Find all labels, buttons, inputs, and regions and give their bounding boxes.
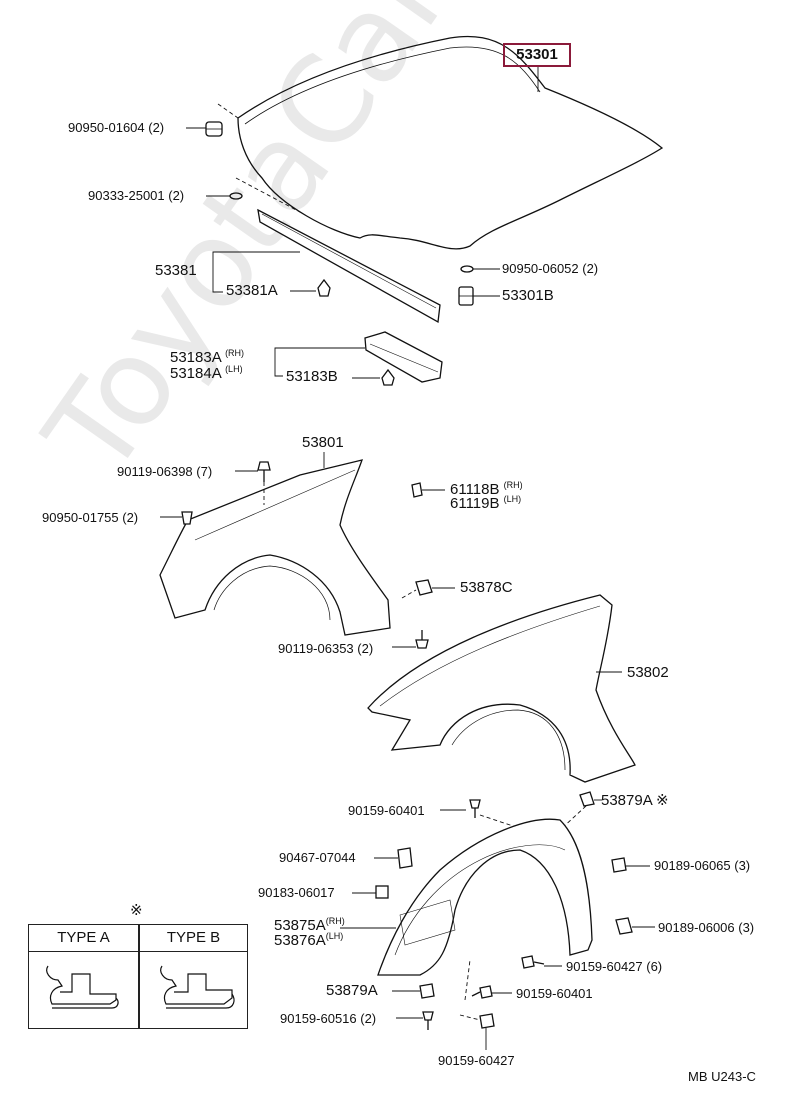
- liner-grommet: [375, 885, 389, 899]
- label-90333-25001[interactable]: 90333-25001 (2): [88, 188, 185, 203]
- label-53802[interactable]: 53802: [627, 664, 669, 681]
- label-90950-01755[interactable]: 90950-01755 (2): [42, 510, 139, 525]
- label-90119-06398[interactable]: 90119-06398 (7): [117, 464, 213, 479]
- label-rh-3: (RH): [325, 916, 345, 926]
- label-lh: (LH): [225, 364, 243, 374]
- liner-screw-six: [521, 955, 545, 969]
- fender-clip-pad: [181, 511, 193, 525]
- label-rh: (RH): [225, 348, 245, 358]
- liner-clip: [397, 847, 413, 869]
- label-90189-06006[interactable]: 90189-06006 (3): [658, 920, 755, 935]
- label-53381a[interactable]: 53381A: [226, 282, 278, 299]
- clip-type-legend: TYPE A TYPE B: [28, 924, 248, 1029]
- label-53875a[interactable]: 53875A(RH): [274, 916, 345, 934]
- document-code: MB U243-C: [688, 1069, 756, 1084]
- label-53184a[interactable]: 53184A (LH): [170, 364, 243, 382]
- label-90950-06052[interactable]: 90950-06052 (2): [502, 261, 599, 276]
- hood-bumper-cushion: [205, 121, 223, 137]
- label-90119-06353[interactable]: 90119-06353 (2): [278, 641, 374, 656]
- label-90159-60516[interactable]: 90159-60516 (2): [280, 1011, 377, 1026]
- label-lh-2: (LH): [503, 494, 522, 504]
- liner-nut-top: [579, 791, 595, 807]
- label-53301b[interactable]: 53301B: [502, 287, 554, 304]
- hood-seal-strip: [257, 208, 441, 324]
- label-61118b[interactable]: 61118B (RH): [450, 480, 523, 498]
- label-53879a-star[interactable]: 53879A ※: [601, 792, 669, 809]
- hood-plug: [229, 192, 243, 200]
- label-53183a[interactable]: 53183A (RH): [170, 348, 245, 366]
- liner-rivet-upper: [611, 857, 627, 873]
- label-53878c[interactable]: 53878C: [460, 579, 513, 596]
- label-lh-3: (LH): [325, 931, 344, 941]
- label-90189-06065[interactable]: 90189-06065 (3): [654, 858, 751, 873]
- liner-nut-lower: [419, 983, 435, 999]
- label-90467-07044[interactable]: 90467-07044: [279, 850, 356, 865]
- type-b-clip-sketch: [160, 965, 235, 1009]
- type-a-clip-sketch: [46, 965, 119, 1009]
- front-fender-left: [159, 459, 391, 636]
- fender-liner-clip: [411, 482, 423, 498]
- label-90950-01604[interactable]: 90950-01604 (2): [68, 120, 165, 135]
- bracket-clip: [381, 368, 395, 386]
- label-90159-60401-top[interactable]: 90159-60401: [348, 803, 425, 818]
- fender-bolt-upper: [257, 461, 271, 482]
- label-53879a[interactable]: 53879A: [326, 982, 378, 999]
- front-fender-right: [367, 594, 636, 783]
- hood-support-bracket: [364, 331, 443, 383]
- label-rh-2: (RH): [503, 480, 523, 490]
- hood-panel: [237, 35, 664, 250]
- seal-clip: [317, 278, 331, 297]
- fender-nut: [415, 579, 433, 596]
- liner-screw-bottom-left: [422, 1011, 434, 1030]
- liner-screw-bottom: [479, 1013, 495, 1029]
- legend-divider: [138, 925, 140, 1028]
- fender-bolt-lower: [415, 630, 429, 649]
- liner-screw-top: [469, 799, 481, 818]
- label-53876a[interactable]: 53876A(LH): [274, 931, 344, 949]
- hood-grommet: [460, 265, 474, 273]
- label-90159-60401-lower[interactable]: 90159-60401: [516, 986, 593, 1001]
- type-b-header: TYPE B: [139, 925, 248, 952]
- fender-liner: [377, 818, 593, 976]
- type-a-header: TYPE A: [29, 925, 138, 952]
- hood-cushion-53301b: [458, 286, 474, 306]
- star-symbol: ※: [130, 902, 143, 919]
- label-90183-06017[interactable]: 90183-06017: [258, 885, 335, 900]
- label-53381[interactable]: 53381: [155, 262, 197, 279]
- highlighted-part-number[interactable]: 53301: [503, 43, 571, 67]
- label-90159-60427-six[interactable]: 90159-60427 (6): [566, 959, 663, 974]
- label-53183b[interactable]: 53183B: [286, 368, 338, 385]
- liner-screw-lower: [471, 985, 493, 999]
- label-61119b[interactable]: 61119B (LH): [450, 494, 522, 512]
- label-53801[interactable]: 53801: [302, 434, 344, 451]
- label-90159-60427[interactable]: 90159-60427: [438, 1053, 515, 1068]
- liner-rivet-lower: [615, 917, 633, 935]
